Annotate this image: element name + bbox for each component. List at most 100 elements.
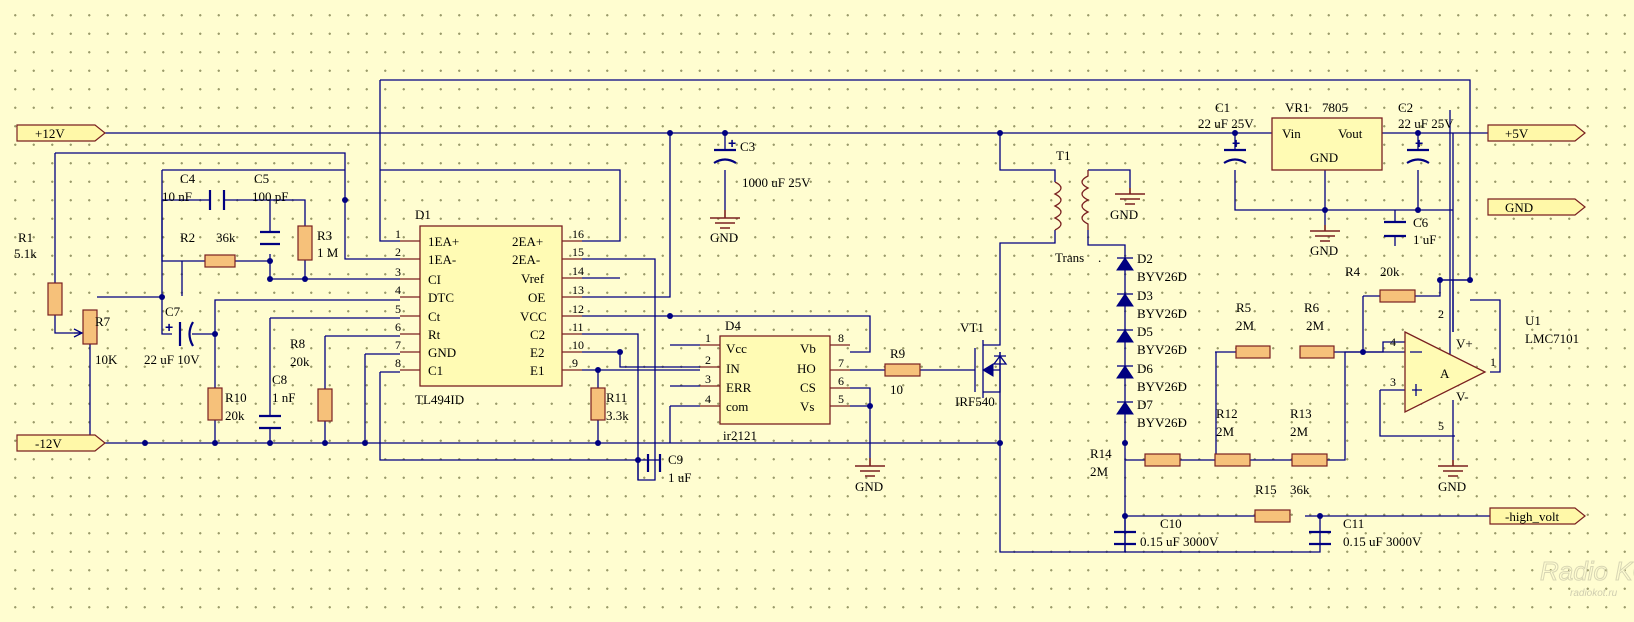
transformer-t1: T1 Trans . [1053, 148, 1101, 265]
svg-text:BYV26D: BYV26D [1137, 342, 1187, 357]
svg-text:V+: V+ [1456, 336, 1473, 351]
svg-text:R4: R4 [1345, 264, 1361, 279]
svg-text:R12: R12 [1216, 406, 1238, 421]
svg-text:+: + [728, 135, 736, 151]
svg-text:7: 7 [838, 356, 844, 370]
svg-text:Vcc: Vcc [726, 341, 747, 356]
svg-text:D2: D2 [1137, 251, 1153, 266]
svg-text:2M: 2M [1306, 318, 1325, 333]
svg-text:C6: C6 [1413, 215, 1429, 230]
svg-text:22 uF 25V: 22 uF 25V [1198, 116, 1254, 131]
svg-text:GND: GND [1310, 150, 1338, 165]
svg-text:100 pF: 100 pF [252, 189, 288, 204]
regulator-vr1: VR1 7805 Vin Vout GND [1271, 100, 1383, 171]
svg-text:C11: C11 [1343, 516, 1364, 531]
svg-text:com: com [726, 399, 748, 414]
svg-text:C9: C9 [668, 452, 683, 467]
svg-text:C4: C4 [180, 171, 196, 186]
svg-text:2M: 2M [1090, 464, 1109, 479]
svg-text:D7: D7 [1137, 397, 1153, 412]
svg-text:BYV26D: BYV26D [1137, 415, 1187, 430]
ic-value: LMC7101 [1525, 331, 1579, 346]
svg-text:DTC: DTC [428, 290, 454, 305]
svg-text:4: 4 [1390, 335, 1396, 349]
svg-text:5: 5 [1438, 419, 1444, 433]
svg-text:10: 10 [890, 382, 903, 397]
ic-d1-tl494: D1 TL494ID 1 2 3 4 5 6 7 8 1EA+ 1EA- CI … [395, 207, 584, 407]
svg-text:C2: C2 [1398, 100, 1413, 115]
svg-text:BYV26D: BYV26D [1137, 306, 1187, 321]
svg-text:R2: R2 [180, 230, 195, 245]
svg-text:3: 3 [1390, 375, 1396, 389]
svg-text:2M: 2M [1236, 318, 1255, 333]
ic-ref: VR1 [1285, 100, 1310, 115]
svg-text:8: 8 [395, 356, 401, 370]
svg-text:R10: R10 [225, 390, 247, 405]
svg-text:1 nF: 1 nF [272, 390, 295, 405]
resistor-r3: R31 M [297, 225, 339, 261]
svg-text:20k: 20k [290, 354, 310, 369]
svg-text:BYV26D: BYV26D [1137, 379, 1187, 394]
svg-text:13: 13 [572, 283, 584, 297]
svg-text:D6: D6 [1137, 361, 1153, 376]
svg-text:12: 12 [572, 302, 584, 316]
svg-text:C2: C2 [530, 327, 545, 342]
gnd-label: GND [1110, 207, 1138, 222]
ic-ref: D4 [725, 318, 741, 333]
svg-text:R3: R3 [317, 228, 332, 243]
capacitor-c9: C9 1 uF [637, 452, 691, 485]
port-label: +12V [35, 126, 65, 141]
svg-text:Rt: Rt [428, 327, 441, 342]
svg-text:+: + [1415, 135, 1423, 151]
port-p12v: +12V [16, 124, 106, 142]
ground-opamp: GND [1438, 460, 1468, 494]
svg-text:D5: D5 [1137, 324, 1153, 339]
ground-ir2121: GND [855, 458, 885, 494]
svg-text:3: 3 [705, 372, 711, 386]
svg-text:C10: C10 [1160, 516, 1182, 531]
svg-text:22 uF 10V: 22 uF 10V [144, 352, 200, 367]
svg-text:14: 14 [572, 264, 584, 278]
svg-text:9: 9 [572, 356, 578, 370]
svg-text:VT1: VT1 [960, 320, 984, 335]
ic-ref: U1 [1525, 313, 1541, 328]
ic-value: 7805 [1322, 100, 1348, 115]
svg-text:Vs: Vs [800, 399, 814, 414]
svg-text:5: 5 [395, 302, 401, 316]
port-gnd: GND [1487, 198, 1586, 216]
svg-text:E2: E2 [530, 345, 544, 360]
svg-text:C1: C1 [1215, 100, 1230, 115]
svg-text:Vb: Vb [800, 341, 816, 356]
ic-d4-ir2121: D4 ir2121 1 2 3 4 8 7 6 5 Vcc IN ERR com… [700, 318, 850, 443]
svg-text:1 M: 1 M [317, 245, 339, 260]
svg-text:CI: CI [428, 272, 441, 287]
svg-text:Vref: Vref [521, 271, 545, 286]
svg-text:GND: GND [428, 345, 456, 360]
svg-text:1 uF: 1 uF [668, 470, 691, 485]
gnd-label: GND [710, 230, 738, 245]
svg-text:+: + [165, 319, 173, 335]
svg-text:4: 4 [395, 283, 401, 297]
svg-text:R11: R11 [606, 390, 627, 405]
ic-ref: D1 [415, 207, 431, 222]
svg-text:2M: 2M [1216, 424, 1235, 439]
svg-text:4: 4 [705, 392, 711, 406]
svg-text:C1: C1 [428, 363, 443, 378]
port-m12v: -12V [16, 434, 106, 452]
svg-text:IN: IN [726, 361, 740, 376]
svg-text:10K: 10K [95, 352, 118, 367]
svg-text:+: + [1232, 135, 1240, 151]
svg-text:V-: V- [1456, 389, 1469, 404]
svg-text:20k: 20k [1380, 264, 1400, 279]
svg-text:1000 uF 25V: 1000 uF 25V [742, 175, 811, 190]
svg-text:6: 6 [395, 320, 401, 334]
